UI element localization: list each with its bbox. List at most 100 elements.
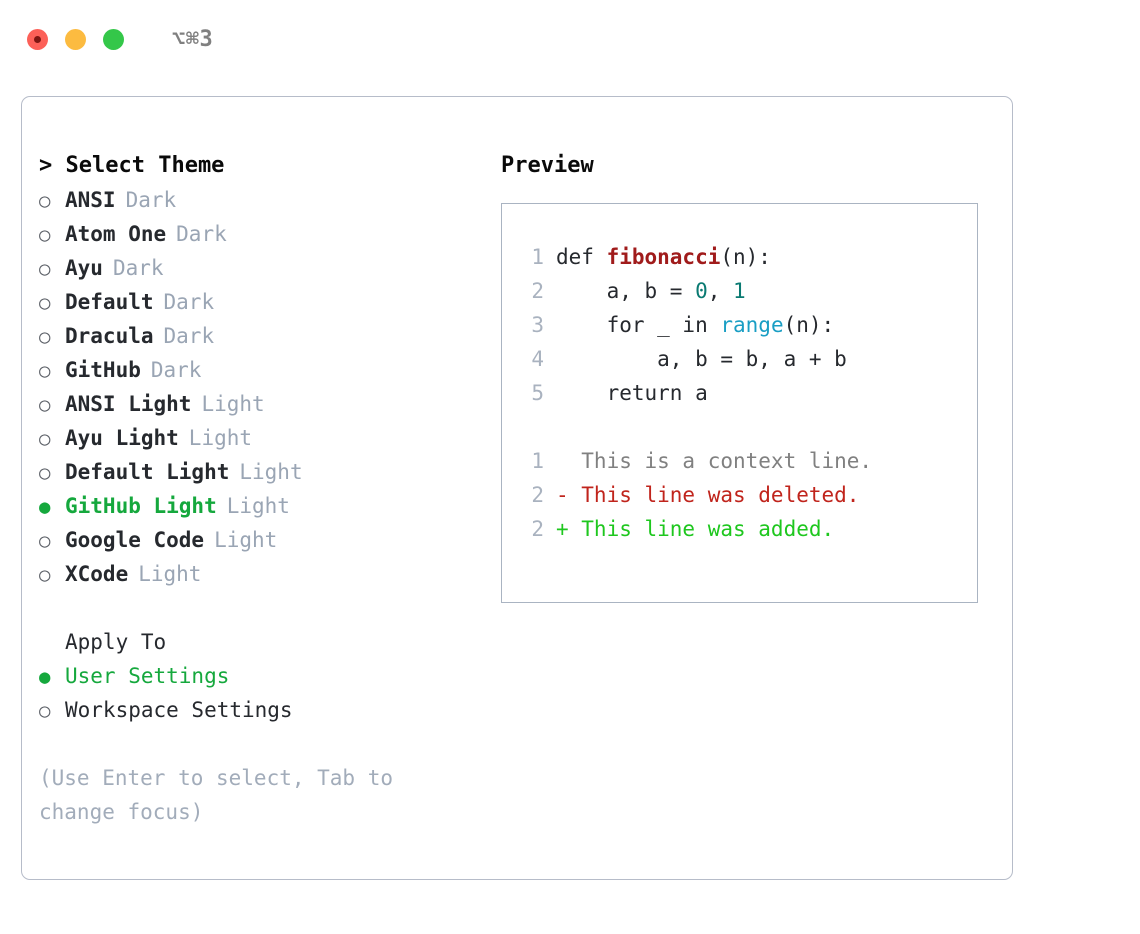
- minimize-button[interactable]: [65, 28, 86, 50]
- code-text: a, b = 0, 1: [544, 274, 746, 308]
- code-token: a, b =: [556, 279, 696, 303]
- code-token: a, b = b, a + b: [556, 347, 847, 371]
- apply-to-item-user-settings[interactable]: ● User Settings: [39, 659, 479, 693]
- radio-icon-selected: ●: [39, 496, 51, 518]
- zoom-button[interactable]: [103, 28, 124, 50]
- radio-icon: ○: [39, 292, 51, 314]
- radio-icon: ○: [39, 190, 51, 212]
- code-token: for _ in: [556, 313, 721, 337]
- theme-variant-badge: Dark: [125, 188, 177, 212]
- apply-to-item-workspace-settings[interactable]: ○ Workspace Settings: [39, 693, 479, 727]
- code-row: 2 a, b = 0, 1: [502, 274, 977, 308]
- diff-row-deleted: 2 - This line was deleted.: [502, 478, 977, 512]
- code-row: 5 return a: [502, 376, 977, 410]
- preview-column: Preview 1 def fibonacci(n): 2 a, b = 0, …: [501, 149, 991, 603]
- theme-item-default-light[interactable]: ○ Default Light Light: [39, 455, 479, 489]
- theme-item-google-code-light[interactable]: ○ Google Code Light: [39, 523, 479, 557]
- diff-row-context: 1 This is a context line.: [502, 444, 977, 478]
- theme-item-default-dark[interactable]: ○ Default Dark: [39, 285, 479, 319]
- radio-icon: ○: [39, 326, 51, 348]
- main-panel: > Select Theme ○ ANSI Dark ○ Atom One Da…: [21, 96, 1013, 880]
- theme-item-xcode-light[interactable]: ○ XCode Light: [39, 557, 479, 591]
- code-row: 4 a, b = b, a + b: [502, 342, 977, 376]
- select-theme-header: > Select Theme: [39, 153, 225, 178]
- code-token: ,: [707, 279, 734, 303]
- diff-text: + This line was added.: [556, 517, 835, 541]
- apply-to-label: Workspace Settings: [65, 698, 293, 722]
- theme-item-ansi-light[interactable]: ○ ANSI Light Light: [39, 387, 479, 421]
- code-token: (n):: [783, 313, 835, 337]
- theme-name: Dracula: [65, 324, 154, 348]
- theme-variant-badge: Light: [201, 392, 265, 416]
- radio-icon: ○: [39, 564, 51, 586]
- theme-variant-badge: Dark: [112, 256, 164, 280]
- diff-row-added: 2 + This line was added.: [502, 512, 977, 546]
- code-token-number: 0: [695, 279, 708, 303]
- apply-to-heading: Apply To: [65, 630, 167, 654]
- radio-icon: ○: [39, 360, 51, 382]
- theme-item-ansi-dark[interactable]: ○ ANSI Dark: [39, 183, 479, 217]
- theme-item-github-dark[interactable]: ○ GitHub Dark: [39, 353, 479, 387]
- title-bar: ⌥⌘3: [0, 0, 1140, 78]
- code-token-call: range: [720, 313, 784, 337]
- line-number: 1: [531, 449, 544, 473]
- theme-list[interactable]: ○ ANSI Dark ○ Atom One Dark ○ Ayu Dark: [39, 183, 479, 591]
- radio-icon: ○: [39, 224, 51, 246]
- line-number: 4: [531, 347, 544, 371]
- theme-name: XCode: [65, 562, 129, 586]
- theme-name: GitHub Light: [65, 494, 217, 518]
- close-button[interactable]: [27, 28, 48, 50]
- theme-name: Atom One: [65, 222, 167, 246]
- theme-name: ANSI Light: [65, 392, 192, 416]
- theme-name: GitHub: [65, 358, 141, 382]
- theme-item-atom-one-dark[interactable]: ○ Atom One Dark: [39, 217, 479, 251]
- theme-variant-badge: Light: [214, 528, 278, 552]
- code-text: return a: [544, 376, 708, 410]
- diff-sample: 1 This is a context line. 2 - This line …: [502, 444, 977, 546]
- theme-name: Ayu: [65, 256, 103, 280]
- theme-variant-badge: Dark: [150, 358, 202, 382]
- theme-item-dracula-dark[interactable]: ○ Dracula Dark: [39, 319, 479, 353]
- theme-variant-badge: Light: [239, 460, 303, 484]
- code-token-function: fibonacci: [606, 245, 721, 269]
- theme-variant-badge: Light: [226, 494, 290, 518]
- line-number: 3: [531, 313, 544, 337]
- window-controls: [27, 28, 124, 50]
- preview-panel: 1 def fibonacci(n): 2 a, b = 0, 1 3 for …: [501, 203, 978, 603]
- line-number: 2: [531, 279, 544, 303]
- code-row: 1 def fibonacci(n):: [502, 240, 977, 274]
- keyboard-hint-text: (Use Enter to select, Tab to change focu…: [39, 766, 406, 824]
- radio-icon: ○: [39, 700, 51, 722]
- code-token: (n):: [720, 245, 771, 269]
- radio-icon: ○: [39, 462, 51, 484]
- theme-item-github-light[interactable]: ● GitHub Light Light: [39, 489, 479, 523]
- code-text: for _ in range(n):: [544, 308, 835, 342]
- preview-spacer: [502, 410, 977, 444]
- apply-to-group: Apply To ● User Settings ○ Workspace Set…: [39, 625, 479, 727]
- line-number: 2: [531, 517, 544, 541]
- preview-header: Preview: [501, 153, 594, 178]
- theme-item-ayu-dark[interactable]: ○ Ayu Dark: [39, 251, 479, 285]
- theme-name: Ayu Light: [65, 426, 179, 450]
- theme-name: Google Code: [65, 528, 205, 552]
- keyboard-shortcut-label: ⌥⌘3: [172, 26, 214, 52]
- theme-variant-badge: Dark: [176, 222, 227, 246]
- theme-name: ANSI: [65, 188, 116, 212]
- theme-item-ayu-light[interactable]: ○ Ayu Light Light: [39, 421, 479, 455]
- theme-name: Default Light: [65, 460, 230, 484]
- line-number: 1: [531, 245, 544, 269]
- radio-icon: ○: [39, 258, 51, 280]
- radio-icon: ○: [39, 530, 51, 552]
- diff-text: This is a context line.: [556, 449, 873, 473]
- code-sample: 1 def fibonacci(n): 2 a, b = 0, 1 3 for …: [502, 240, 977, 410]
- line-number: 5: [531, 381, 544, 405]
- theme-variant-badge: Light: [138, 562, 202, 586]
- apply-to-label: User Settings: [65, 664, 230, 688]
- theme-variant-badge: Light: [188, 426, 253, 450]
- radio-icon-selected: ●: [39, 666, 51, 688]
- code-token: return a: [556, 381, 708, 405]
- line-number: 2: [531, 483, 544, 507]
- code-token: def: [556, 245, 607, 269]
- code-text: a, b = b, a + b: [544, 342, 847, 376]
